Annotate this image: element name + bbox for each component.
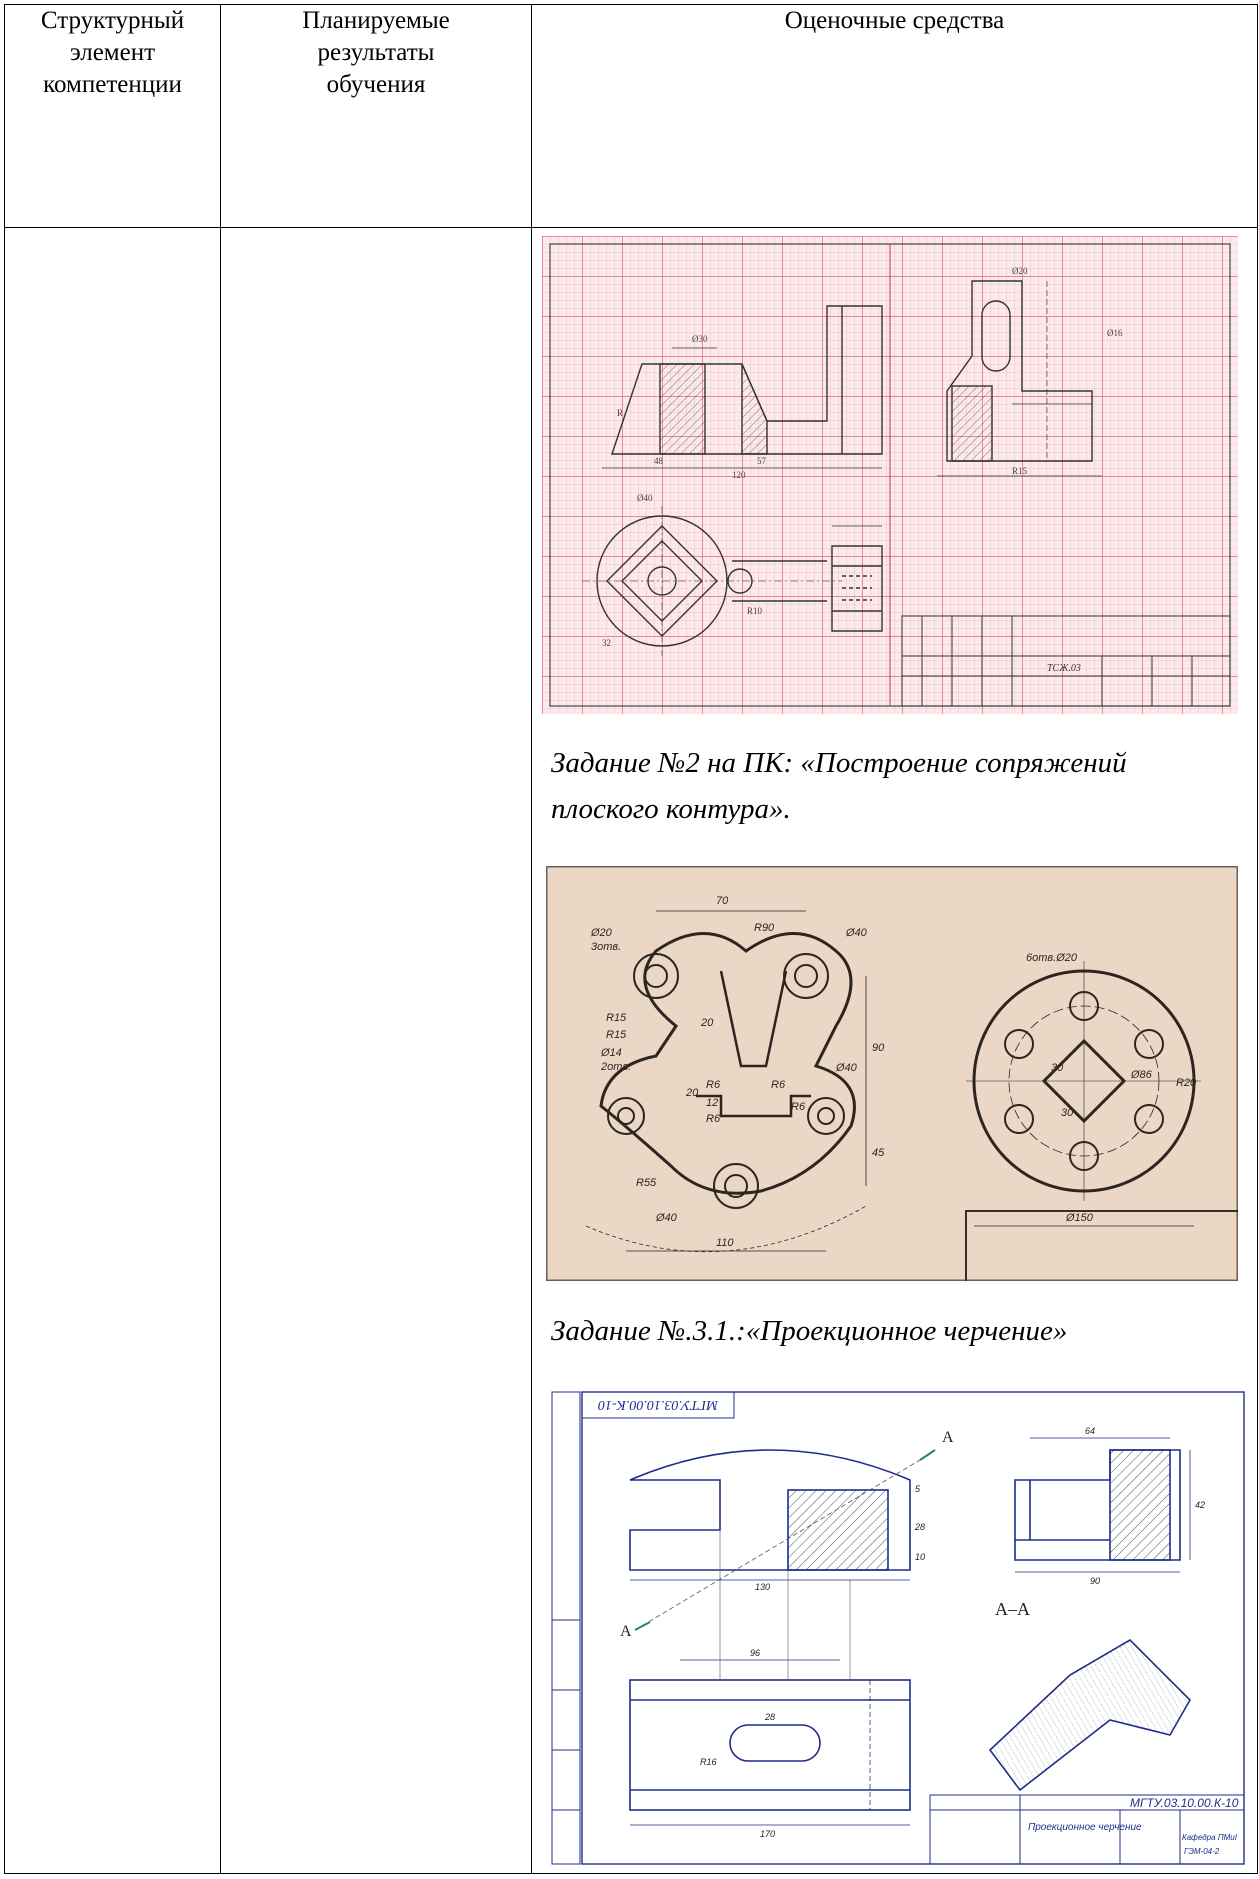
empty-cell-1 [4,227,221,1874]
dim-label: Ø20 [590,927,613,939]
header-evaluation-tools: Оценочные средства [531,4,1258,228]
dim-label: 64 [1085,1426,1095,1436]
dim-label: 28 [914,1522,925,1532]
graph-paper-drawing: Ø30 R 48 57 120 Ø20 Ø16 R15 [542,236,1238,714]
dim-label: 10 [915,1552,925,1562]
header-col3-text: Оценочные средства [784,7,1005,34]
dim-label: R90 [754,922,775,934]
content-row: Ø30 R 48 57 120 Ø20 Ø16 R15 [4,227,1258,1874]
dim-label: 28 [764,1712,775,1722]
dim-label: R16 [700,1757,717,1767]
dim-label: 30 [1061,1107,1074,1119]
dim-label: Ø40 [655,1212,678,1224]
dim-label: Ø20 [1012,266,1028,276]
dim-label: 110 [716,1237,734,1249]
dim-label: Ø86 [1130,1069,1153,1081]
dim-label: 90 [1090,1576,1100,1586]
dim-label: R6 [706,1079,721,1091]
dim-label: R6 [791,1101,806,1113]
dim-label: 32 [602,638,611,648]
section-arrow-label: А [942,1429,954,1446]
dim-label: R [617,408,623,418]
rotated-stamp: МГТУ.03.10.00.К-10 [598,1397,719,1412]
dim-label: 57 [757,456,767,466]
dim-label: 5 [915,1484,921,1494]
dim-label: R15 [606,1029,627,1041]
header-structural-element: Структурный элемент компетенции [4,4,221,228]
header-row: Структурный элемент компетенции Планируе… [4,4,1258,228]
title-block-code: ТСЖ.03 [1047,663,1081,674]
dim-label: 45 [872,1147,885,1159]
dim-label: 96 [750,1648,760,1658]
dim-label: 42 [1195,1500,1205,1510]
dim-label: 30 [1051,1062,1064,1074]
dim-label: 2отв. [600,1061,631,1073]
dim-label: R15 [1012,466,1028,476]
evaluation-table: Структурный элемент компетенции Планируе… [4,4,1258,1874]
dim-label: R10 [747,606,763,616]
header-planned-results: Планируемые результаты обучения [220,4,532,228]
task-3-caption: Задание №.3.1.:«Проекционное черчение» [551,1315,1068,1347]
dim-label: 170 [760,1829,775,1839]
dim-label: R6 [771,1079,786,1091]
dim-label: 90 [872,1042,885,1054]
title-group: ГЭМ-04-2 [1184,1847,1220,1856]
dim-label: R15 [606,1012,627,1024]
projection-drawing: МГТУ.03.10.00.К-10 А А [550,1390,1250,1868]
dim-label: Ø40 [835,1062,858,1074]
title-dept: Кафедра ПМиI [1182,1833,1238,1842]
empty-cell-2 [220,227,532,1874]
section-arrow-label: А [620,1623,632,1640]
dim-label: 3отв. [591,941,621,953]
task-2-caption: Задание №2 на ПК: «Построение сопряжений… [551,747,1127,825]
header-col1-text: Структурный элемент компетенции [40,7,185,98]
dim-label: Ø30 [692,334,708,344]
dim-label: Ø40 [637,493,653,503]
dim-label: Ø16 [1107,328,1123,338]
dim-label: 120 [732,470,746,480]
dim-label: 70 [716,895,729,907]
dim-label: Ø150 [1065,1212,1094,1224]
contour-conjugation-drawing: 70 R90 Ø20 3отв. Ø40 R15 R15 Ø14 2отв. 2… [546,866,1238,1281]
title-doc-code: МГТУ.03.10.00.К-10 [1130,1796,1239,1810]
dim-label: 12 [706,1097,718,1109]
evaluation-cell: Ø30 R 48 57 120 Ø20 Ø16 R15 [531,227,1258,1874]
title-doc-name: Проекционное черчение [1028,1822,1142,1833]
dim-label: Ø40 [845,927,868,939]
dim-label: 20 [685,1087,699,1099]
dim-label: 48 [654,456,664,466]
dim-label: Ø14 [600,1047,622,1059]
dim-label: R55 [636,1177,657,1189]
section-label: А–А [995,1599,1030,1619]
dim-label: 130 [755,1582,770,1592]
dim-label: 6отв.Ø20 [1026,952,1078,964]
dim-label: 20 [700,1017,714,1029]
header-col2-text: Планируемые результаты обучения [302,7,450,98]
dim-label: R6 [706,1113,721,1125]
dim-label: R20 [1176,1077,1197,1089]
